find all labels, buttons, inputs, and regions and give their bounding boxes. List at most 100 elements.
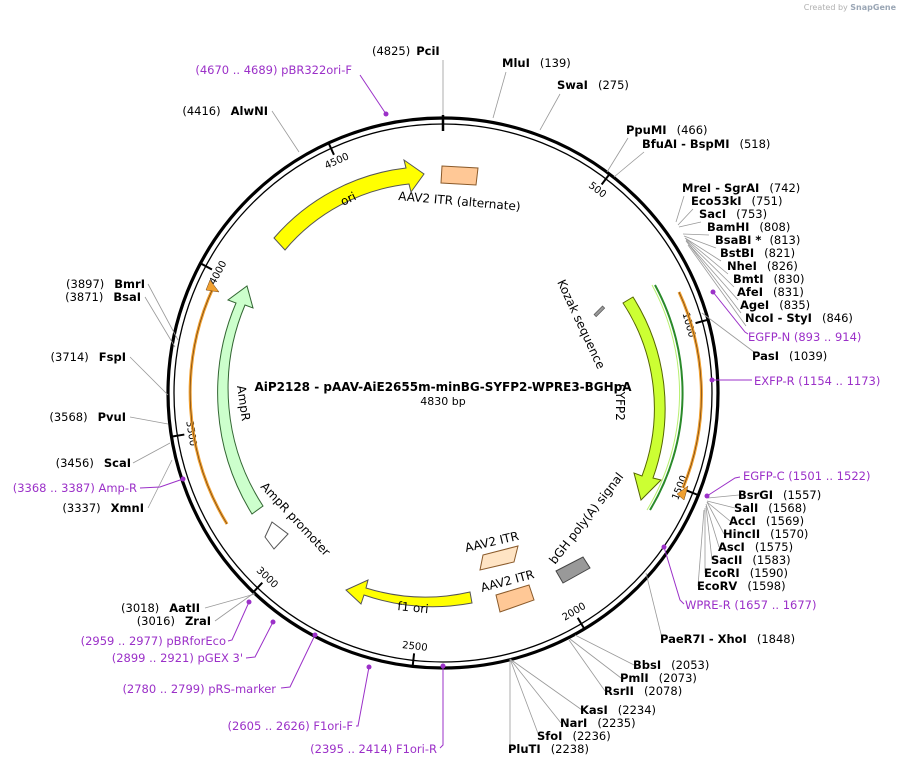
primer-binding-mark — [704, 493, 710, 499]
feature-label-ori: ori — [338, 189, 358, 208]
site-label-ppumi[interactable]: PpuMI(466) — [626, 123, 708, 137]
site-label-pluti[interactable]: PluTI(2238) — [508, 742, 589, 756]
site-label-bsabi[interactable]: BsaBI *(813) — [715, 233, 800, 247]
snapgene-credit: Created by SnapGene — [803, 3, 896, 12]
site-label-sali[interactable]: SalI(1568) — [734, 501, 807, 515]
feature-ampr-promoter[interactable]: AmpR promoter — [258, 479, 333, 558]
leader-line — [682, 233, 710, 236]
primer-label-f1ori-f[interactable]: (2605 .. 2626) F1ori-F — [228, 719, 353, 733]
site-label-saci[interactable]: SacI(753) — [699, 207, 767, 221]
site-label-pasi[interactable]: PasI(1039) — [752, 349, 827, 363]
site-label-bmri[interactable]: (3897)BmrI — [66, 277, 145, 291]
primer-label-f1ori-r[interactable]: (2395 .. 2414) F1ori-R — [310, 742, 437, 756]
primer-leader — [227, 601, 250, 642]
leader-line — [539, 93, 561, 131]
leader-line — [204, 593, 256, 609]
primer-mark-layer — [139, 74, 752, 749]
leader-line — [129, 416, 169, 425]
feature-ori[interactable]: ori — [273, 158, 425, 251]
site-label-bamhi[interactable]: BamHI(808) — [707, 220, 790, 234]
ruler-tick-label: 4500 — [323, 151, 351, 172]
site-label-mrei[interactable]: MreI - SgrAI(742) — [682, 181, 800, 195]
primer-leader — [663, 546, 685, 605]
site-label-bsrgi[interactable]: BsrGI(1557) — [738, 488, 821, 502]
primer-label-amp-r[interactable]: (3368 .. 3387) Amp-R — [13, 481, 137, 495]
feature-label-bgh: bGH poly(A) signal — [546, 470, 626, 567]
site-label-acci[interactable]: AccI(1569) — [729, 514, 804, 528]
site-label-pmli[interactable]: PmlI(2073) — [620, 671, 697, 685]
site-label-bsai[interactable]: (3871)BsaI — [65, 290, 141, 304]
ruler-tick — [200, 262, 213, 271]
site-label-paer7i[interactable]: PaeR7I - XhoI(1848) — [660, 632, 795, 646]
site-label-aatii[interactable]: (3018)AatII — [121, 601, 200, 615]
feature-label-ampr-promoter: AmpR promoter — [258, 479, 333, 558]
site-label-ecori[interactable]: EcoRI(1590) — [704, 566, 788, 580]
site-label-alwni[interactable]: (4416)AlwNI — [182, 104, 268, 118]
site-label-zrai[interactable]: (3016)ZraI — [137, 614, 211, 628]
snapgene-logo: SnapGene — [850, 3, 896, 12]
site-label-sacii[interactable]: SacII(1583) — [711, 553, 791, 567]
leader-line — [684, 237, 722, 262]
site-label-bbsi[interactable]: BbsI(2053) — [633, 658, 709, 672]
primer-binding-mark — [366, 664, 372, 670]
site-label-pvui[interactable]: (3568)PvuI — [49, 410, 126, 424]
site-label-asci[interactable]: AscI(1575) — [718, 540, 793, 554]
orange-arc-right-head — [676, 485, 689, 501]
primer-label-egfp-n[interactable]: EGFP-N (893 .. 914) — [748, 330, 861, 344]
leader-layer — [129, 60, 755, 749]
ruler-tick — [576, 617, 586, 630]
site-label-kasi[interactable]: KasI(2234) — [580, 703, 656, 717]
site-label-bstbi[interactable]: BstBI(821) — [720, 246, 795, 260]
site-label-nari[interactable]: NarI(2235) — [560, 716, 636, 730]
leader-line — [686, 241, 742, 314]
feature-ampr[interactable]: AmpR — [217, 285, 264, 515]
feature-aav2-itr-1[interactable]: AAV2 ITR — [464, 529, 521, 571]
feature-syfp2[interactable]: SYFP2 — [613, 296, 666, 501]
feature-label-ampr: AmpR — [234, 384, 253, 421]
site-label-bfuai[interactable]: BfuAI - BspMI(518) — [642, 137, 770, 151]
site-label-agei[interactable]: AgeI(835) — [740, 298, 810, 312]
site-label-nhei[interactable]: NheI(826) — [727, 259, 798, 273]
site-label-ncoi[interactable]: NcoI - StyI(846) — [745, 311, 853, 325]
leader-line — [701, 312, 755, 353]
leader-line — [685, 239, 735, 288]
leader-line — [683, 235, 717, 249]
site-label-mlui[interactable]: MluI(139) — [502, 56, 571, 70]
ruler-tick — [252, 582, 264, 593]
plasmid-title: AiP2128 - pAAV-AiE2655m-minBG-SYFP2-WPRE… — [254, 380, 632, 394]
primer-label-exfp-r[interactable]: EXFP-R (1154 .. 1173) — [754, 374, 880, 388]
primer-label-prs-marker[interactable]: (2780 .. 2799) pRS-marker — [122, 682, 276, 696]
leader-line — [132, 442, 171, 464]
site-label-bmti[interactable]: BmtI(830) — [733, 272, 804, 286]
feature-kozak-sequence[interactable]: Kozak sequence — [554, 277, 608, 371]
feature-f1-ori[interactable]: f1 ori — [345, 579, 473, 616]
site-label-sfoi[interactable]: SfoI(2236) — [537, 729, 611, 743]
site-label-eco53ki[interactable]: Eco53kI(751) — [691, 194, 782, 208]
leader-line — [509, 658, 583, 711]
leader-line — [685, 238, 729, 275]
site-label-hincii[interactable]: HincII(1570) — [723, 527, 808, 541]
site-label-pcii[interactable]: (4825)PciI — [372, 44, 440, 58]
primer-label-pbr322ori-f[interactable]: (4670 .. 4689) pBR322ori-F — [195, 63, 352, 77]
site-label-rsrii[interactable]: RsrII(2078) — [604, 684, 682, 698]
primer-label-wpre-r[interactable]: WPRE-R (1657 .. 1677) — [685, 598, 817, 612]
primer-binding-mark — [710, 289, 716, 295]
site-label-xmni[interactable]: (3337)XmnI — [62, 501, 144, 515]
primer-label-pgex3[interactable]: (2899 .. 2921) pGEX 3' — [112, 651, 243, 665]
leader-line — [574, 634, 635, 666]
site-label-fspi[interactable]: (3714)FspI — [51, 350, 126, 364]
leader-line — [685, 240, 739, 301]
leader-line — [606, 137, 629, 173]
site-label-scai[interactable]: (3456)ScaI — [56, 456, 131, 470]
orange-arc-left-edge — [189, 287, 228, 525]
feature-bgh-polya-signal[interactable]: bGH poly(A) signal — [546, 470, 626, 584]
site-label-afei[interactable]: AfeI(831) — [737, 285, 804, 299]
site-label-ecorv[interactable]: EcoRV(1598) — [697, 579, 786, 593]
feature-aav2-itr-2[interactable]: AAV2 ITR — [479, 567, 536, 613]
primer-label-egfp-c[interactable]: EGFP-C (1501 .. 1522) — [743, 469, 870, 483]
primer-label-pbrforeco[interactable]: (2959 .. 2977) pBRforEco — [81, 634, 226, 648]
primer-leader — [356, 666, 370, 727]
primer-binding-mark — [180, 476, 186, 482]
site-label-swai[interactable]: SwaI(275) — [557, 78, 629, 92]
ruler-tick — [327, 142, 335, 156]
